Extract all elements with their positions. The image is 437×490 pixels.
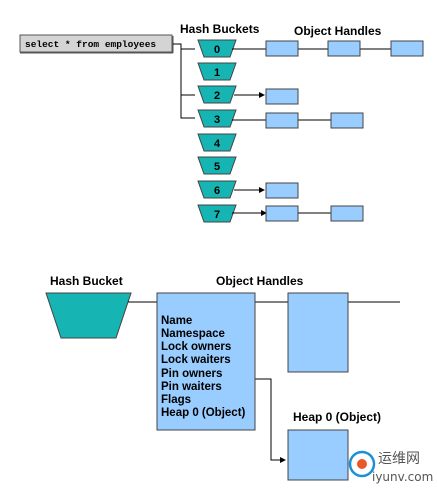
bucket-label: 1 [214,67,220,79]
handle-box [330,112,364,129]
field-lock-owners: Lock owners [161,341,231,353]
handle-box [330,205,364,222]
query-connectors [173,43,195,119]
watermark-logo-icon [348,450,376,478]
handle-box [265,88,299,105]
bucket-3: 3 [197,109,237,128]
bucket-2: 2 [197,85,237,104]
handle-box [265,40,299,57]
watermark-text-cn: 运维网 [378,451,420,467]
object-handles-title-bottom: Object Handles [216,274,304,288]
bucket-label: 6 [214,185,220,197]
object-handle-detail: Name Namespace Lock owners Lock waiters … [156,292,256,431]
query-text: select * from employees [25,39,156,50]
handle-box [327,40,361,57]
field-flags: Flags [161,394,191,406]
watermark: 运维网 iyunv.com [348,450,433,484]
handle-boxes [265,40,424,222]
hash-bucket-title: Hash Bucket [50,274,123,288]
bucket-label: 7 [214,209,220,221]
field-pin-waiters: Pin waiters [161,381,222,393]
heap0-title: Heap 0 (Object) [293,410,381,424]
watermark-text-url: iyunv.com [372,470,433,484]
hash-buckets-title: Hash Buckets [180,22,260,36]
bucket-label: 2 [214,90,220,102]
object-handles-title: Object Handles [294,24,382,38]
handle-box [265,182,299,199]
field-namespace: Namespace [161,328,225,340]
bucket-label: 0 [214,44,220,56]
bottom-connectors [128,301,400,463]
field-pin-owners: Pin owners [161,368,222,380]
handle-box [265,112,299,129]
query-box: select * from employees [19,34,174,54]
bucket-7: 7 [197,204,237,223]
bucket-0: 0 [197,39,237,58]
bucket-label: 5 [214,161,220,173]
bucket-1: 1 [197,62,237,81]
field-lock-waiters: Lock waiters [161,354,231,366]
handle-box [390,40,424,57]
bucket-label: 4 [214,138,221,150]
bucket-6: 6 [197,180,237,199]
handle-box [265,205,299,222]
big-bucket [45,292,132,339]
bucket-label: 3 [214,114,220,126]
bucket-4: 4 [197,133,237,152]
field-name: Name [161,315,192,327]
heap0-box [287,429,349,481]
field-heap0: Heap 0 (Object) [161,407,246,419]
bucket-5: 5 [197,156,237,175]
handle-chains [232,48,391,216]
object-handle-2 [287,292,349,373]
